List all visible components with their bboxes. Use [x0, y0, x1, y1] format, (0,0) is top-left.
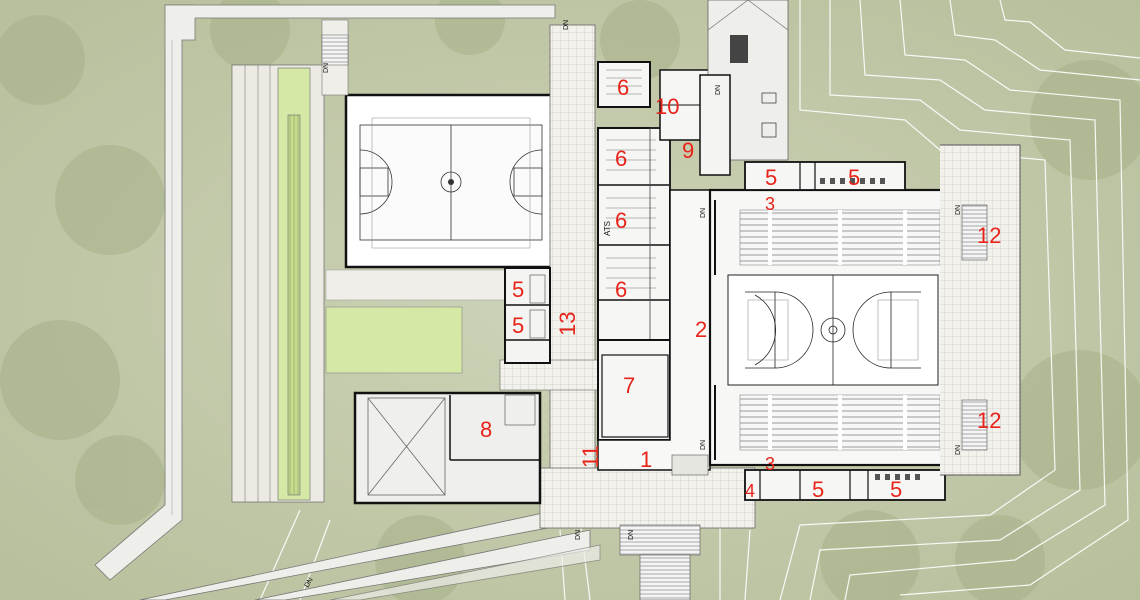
site-contours [259, 0, 1140, 600]
label-room-5-west-a: 5 [512, 277, 524, 302]
label-room-10: 10 [655, 94, 679, 119]
dn-marker-4: DN [955, 205, 962, 215]
label-room-12-south: 12 [977, 408, 1001, 433]
label-room-6-a: 6 [617, 75, 629, 100]
label-room-5-south-b: 5 [890, 477, 902, 502]
dn-marker-9: DN [575, 530, 582, 540]
ats-note: ATS [603, 221, 612, 236]
link-plaza [499, 359, 601, 391]
dn-marker-7: DN [628, 530, 635, 540]
label-room-3-north: 3 [765, 194, 775, 214]
label-room-12-north: 12 [977, 223, 1001, 248]
south-ramps [139, 504, 601, 600]
room-8-building [353, 391, 542, 505]
stair-markers: DN DN DN DN DN DN DN DN DN DN [304, 20, 962, 589]
dn-marker-10: DN [715, 85, 722, 95]
dn-marker-1: DN [563, 20, 570, 30]
dn-marker-8: DN [304, 577, 315, 589]
label-room-8: 8 [480, 417, 492, 442]
room-labels: 1 2 3 3 4 5 5 5 5 5 5 6 6 6 6 7 8 9 10 1… [480, 75, 1001, 502]
service-block-west [504, 267, 551, 364]
change-rooms-north [744, 161, 906, 191]
dn-marker-2: DN [323, 63, 330, 73]
label-room-4: 4 [745, 481, 755, 501]
lawn-area [325, 306, 463, 374]
dn-marker-3: DN [700, 208, 707, 218]
south-entry-plaza [539, 467, 756, 529]
label-room-5-north-b: 5 [848, 165, 860, 190]
label-room-5-south-a: 5 [812, 477, 824, 502]
classroom-wing [597, 61, 711, 341]
label-room-5-west-b: 5 [512, 313, 524, 338]
east-terrace [940, 144, 1021, 476]
label-room-9: 9 [682, 138, 694, 163]
west-walkway [94, 4, 556, 581]
south-stair-2 [639, 554, 691, 600]
label-room-11: 11 [578, 445, 603, 468]
running-track [231, 64, 325, 503]
label-room-7: 7 [623, 373, 635, 398]
label-room-6-c: 6 [615, 208, 627, 233]
dn-marker-5: DN [700, 440, 707, 450]
north-service-road [699, 0, 789, 176]
room-7-inner [601, 354, 669, 438]
label-room-1: 1 [640, 447, 652, 472]
central-walkway [549, 24, 596, 526]
label-room-13: 13 [555, 312, 580, 336]
label-room-5-north-a: 5 [765, 165, 777, 190]
north-stair [321, 34, 349, 66]
dn-marker-6: DN [955, 445, 962, 455]
label-room-3-south: 3 [765, 454, 775, 474]
change-rooms-south [744, 469, 946, 501]
label-room-6-d: 6 [615, 277, 627, 302]
paved-plaza [325, 269, 517, 301]
south-stair [619, 524, 701, 556]
outdoor-basketball-court [344, 93, 556, 269]
label-room-6-b: 6 [615, 146, 627, 171]
label-room-2: 2 [695, 317, 707, 342]
